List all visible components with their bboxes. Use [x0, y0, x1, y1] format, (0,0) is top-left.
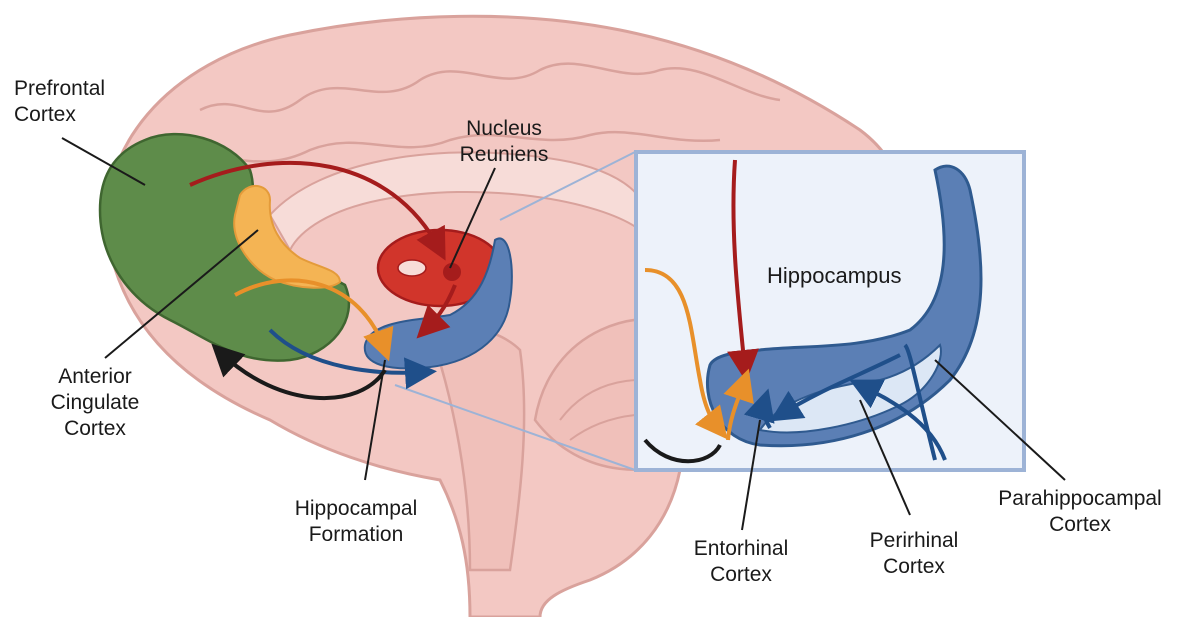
label-hippocampal-formation: Hippocampal Formation [278, 496, 434, 548]
label-perirhinal-cortex: Perirhinal Cortex [860, 528, 968, 580]
label-parahippocampal-cortex: Parahippocampal Cortex [990, 486, 1170, 538]
label-nucleus-reuniens: Nucleus Reuniens [456, 116, 552, 168]
label-hippocampus: Hippocampus [767, 263, 902, 289]
label-prefrontal-cortex: Prefrontal Cortex [14, 76, 105, 128]
label-entorhinal-cortex: Entorhinal Cortex [685, 536, 797, 588]
label-anterior-cingulate-cortex: Anterior Cingulate Cortex [40, 364, 150, 442]
